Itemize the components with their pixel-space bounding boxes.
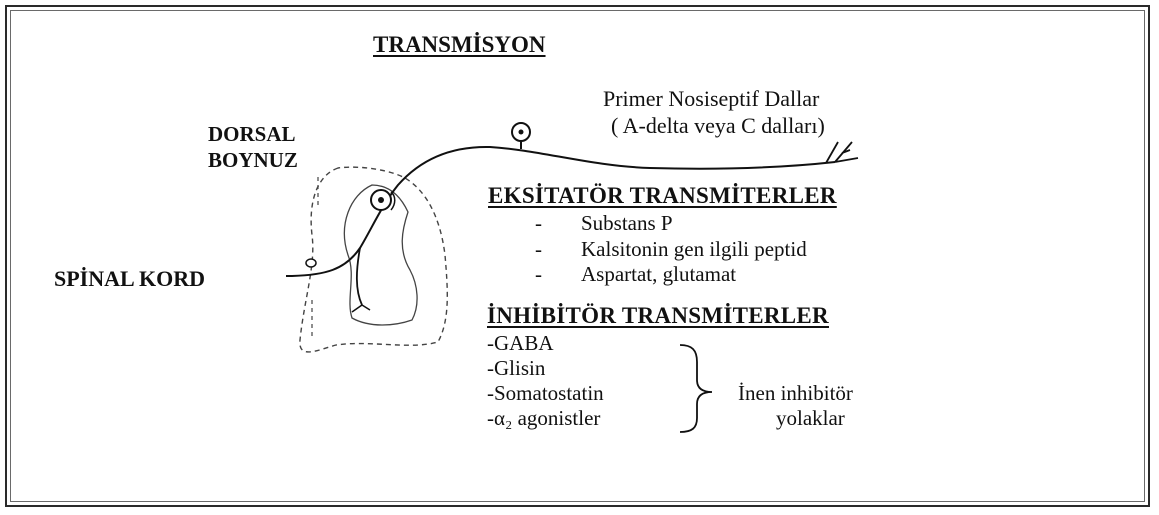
excitatory-bullet: - (535, 237, 542, 262)
inhibitory-item: -GABA (487, 331, 554, 356)
dorsal-horn-label-line2: BOYNUZ (208, 148, 298, 173)
inhibitory-item: -Glisin (487, 356, 545, 381)
peripheral-terminal (826, 142, 858, 163)
inhibitory-item: -α₂ agonistler (487, 406, 600, 431)
diagram-title: TRANSMİSYON (373, 32, 546, 58)
excitatory-bullet: - (535, 262, 542, 287)
descending-pathways-line1: İnen inhibitör (738, 381, 853, 406)
excitatory-item: Aspartat, glutamat (581, 262, 736, 287)
descending-pathways-line2: yolaklar (776, 406, 845, 431)
central-branch (357, 248, 362, 305)
afferent-label-line2: ( A-delta veya C dalları) (611, 113, 825, 139)
excitatory-heading: EKSİTATÖR TRANSMİTERLER (488, 183, 837, 209)
inhibitory-item: -Somatostatin (487, 381, 604, 406)
central-branch-tip (352, 305, 370, 312)
inhibitory-heading: İNHİBİTÖR TRANSMİTERLER (487, 303, 829, 329)
inhibitory-brace (680, 345, 712, 432)
afferent-label-line1: Primer Nosiseptif Dallar (603, 86, 819, 112)
spinal-cord-label: SPİNAL KORD (54, 266, 205, 292)
excitatory-item: Kalsitonin gen ilgili peptid (581, 237, 807, 262)
dorsal-horn-label-line1: DORSAL (208, 122, 296, 147)
excitatory-item: Substans P (581, 211, 673, 236)
cord-cell-icon (306, 259, 316, 267)
excitatory-bullet: - (535, 211, 542, 236)
